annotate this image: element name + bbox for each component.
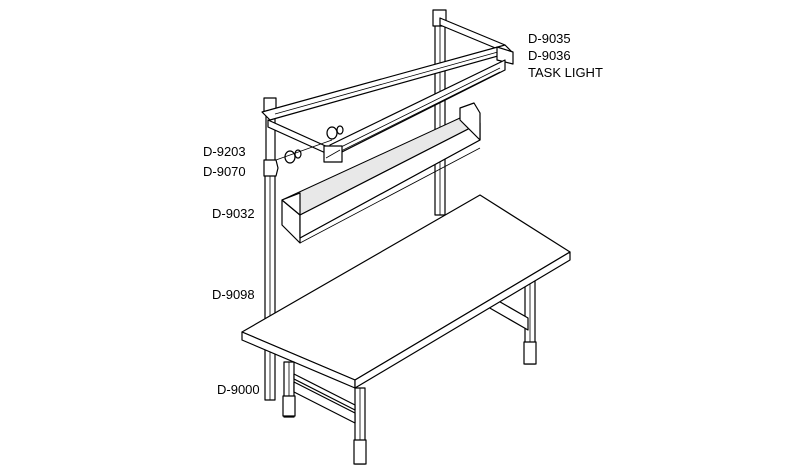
task-light-part-a-label: D-9035 [528, 31, 571, 46]
shelf-label: D-9032 [212, 206, 255, 221]
bench-label: D-9000 [217, 382, 260, 397]
shelf [281, 102, 481, 244]
upright-label: D-9098 [212, 287, 255, 302]
task-light-part-b-label: D-9036 [528, 48, 571, 63]
left-upright [263, 97, 279, 401]
bench-legs-front [282, 361, 367, 465]
clamp-knobs [275, 125, 344, 164]
rear-right-upright [432, 9, 447, 216]
task-light-name-label: TASK LIGHT [528, 65, 603, 80]
bench-top [241, 194, 571, 389]
clamp-label: D-9203 [203, 144, 246, 159]
arm-label: D-9070 [203, 164, 246, 179]
task-light [323, 59, 506, 163]
